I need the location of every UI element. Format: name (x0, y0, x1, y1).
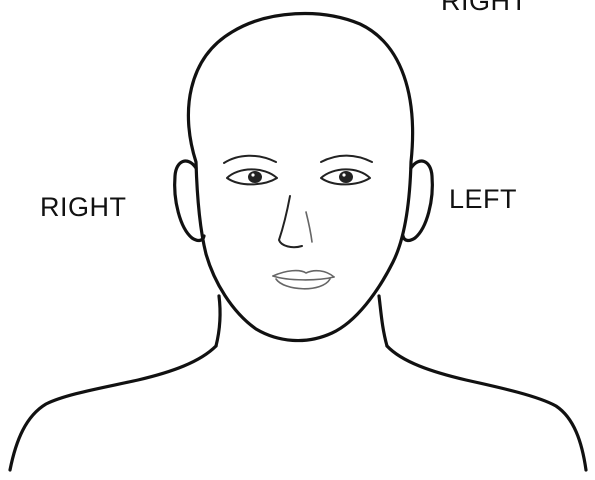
head-outline (188, 14, 412, 341)
right-shoulder (10, 346, 216, 470)
right-eye (227, 169, 277, 184)
nose-bridge-shade (306, 212, 312, 242)
left-shoulder (387, 346, 586, 470)
nose (279, 196, 302, 247)
left-eye (321, 169, 370, 184)
neck-right-line (216, 296, 220, 346)
side-label-right: RIGHT (40, 194, 127, 221)
neck-left-line (379, 296, 387, 346)
side-label-top-right: RIGHT (441, 0, 528, 15)
left-eyebrow (321, 156, 372, 162)
mouth (273, 271, 334, 289)
right-eyebrow (224, 156, 276, 163)
side-label-left: LEFT (449, 186, 517, 213)
